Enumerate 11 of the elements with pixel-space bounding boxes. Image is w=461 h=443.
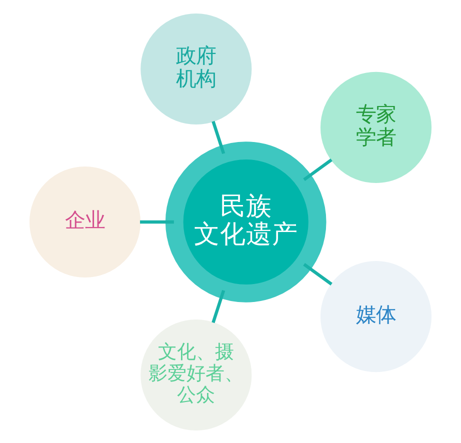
connector xyxy=(303,158,332,180)
node-circle: 政府机构 xyxy=(140,12,252,124)
node-circle: 媒体 xyxy=(320,260,432,372)
connector xyxy=(212,120,226,154)
connector xyxy=(140,220,174,224)
node-circle: 文化、摄影爱好者、公众 xyxy=(140,318,252,430)
node-circle: 民族文化遗产 xyxy=(165,141,326,302)
node-circle: 专家学者 xyxy=(320,71,432,182)
connector xyxy=(303,262,332,285)
node-circle: 企业 xyxy=(29,166,141,278)
connector xyxy=(212,289,226,323)
